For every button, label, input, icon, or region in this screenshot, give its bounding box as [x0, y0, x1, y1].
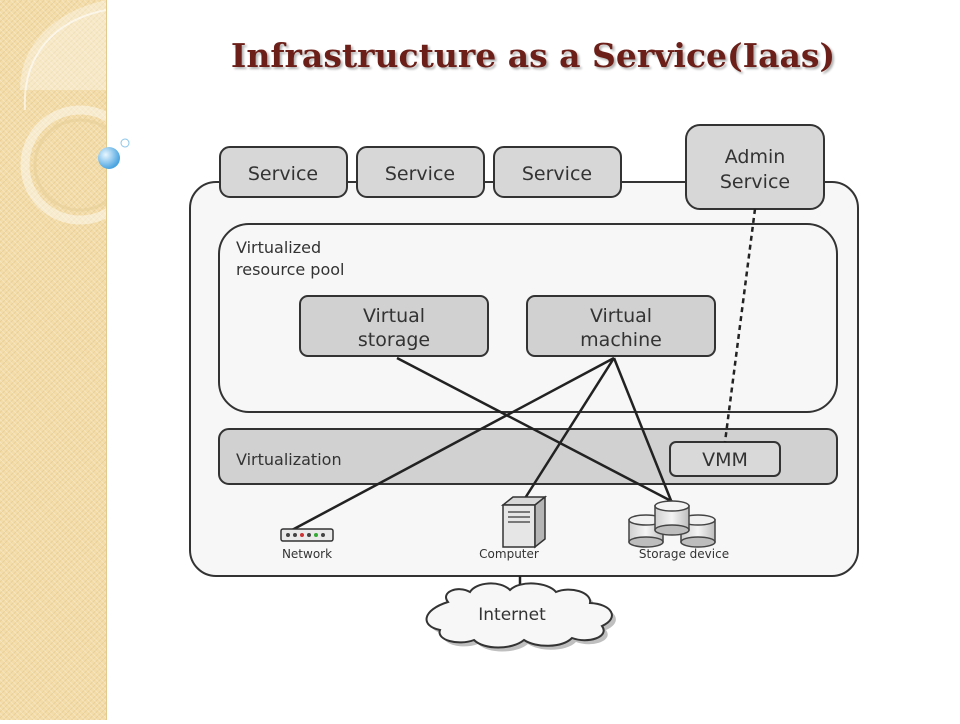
- computer-label: Computer: [479, 547, 539, 561]
- admin-service-label-line1: Admin: [725, 146, 786, 168]
- internet-label: Internet: [478, 605, 546, 625]
- virtual-storage-label-line1: Virtual: [363, 305, 425, 327]
- virtual-machine-box: Virtual machine: [526, 295, 716, 357]
- virtual-storage-box: Virtual storage: [299, 295, 489, 357]
- connector-lines: [291, 356, 676, 532]
- vmm-label: VMM: [702, 449, 748, 471]
- admin-service-box: Admin Service: [685, 124, 825, 210]
- service-box-2: Service: [356, 146, 485, 198]
- service-2-label: Service: [385, 163, 455, 185]
- network-icon: [280, 528, 334, 542]
- resource-pool-label-line1: Virtualized: [236, 238, 321, 257]
- bubble-decoration: [98, 147, 120, 169]
- resource-pool-label-line2: resource pool: [236, 260, 344, 279]
- virtualization-label: Virtualization: [236, 450, 342, 469]
- vmm-box: VMM: [669, 441, 781, 477]
- admin-service-label-line2: Service: [720, 171, 790, 193]
- service-1-label: Service: [248, 163, 318, 185]
- decorative-sidebar: [0, 0, 140, 720]
- service-box-1: Service: [219, 146, 348, 198]
- storage-device-icon: [628, 500, 716, 548]
- storage-device-label: Storage device: [639, 547, 729, 561]
- bubble-decoration-small: [120, 138, 130, 148]
- service-box-3: Service: [493, 146, 622, 198]
- internet-cloud-icon: [425, 582, 616, 652]
- virtual-machine-label-line1: Virtual: [590, 305, 652, 327]
- slide-title: Infrastructure as a Service(Iaas): [230, 36, 836, 75]
- network-label: Network: [282, 547, 332, 561]
- admin-vmm-dashed-link: [723, 208, 757, 443]
- computer-icon: [500, 495, 548, 549]
- virtual-storage-label-line2: storage: [358, 329, 430, 351]
- virtual-machine-label-line2: machine: [580, 329, 662, 351]
- service-3-label: Service: [522, 163, 592, 185]
